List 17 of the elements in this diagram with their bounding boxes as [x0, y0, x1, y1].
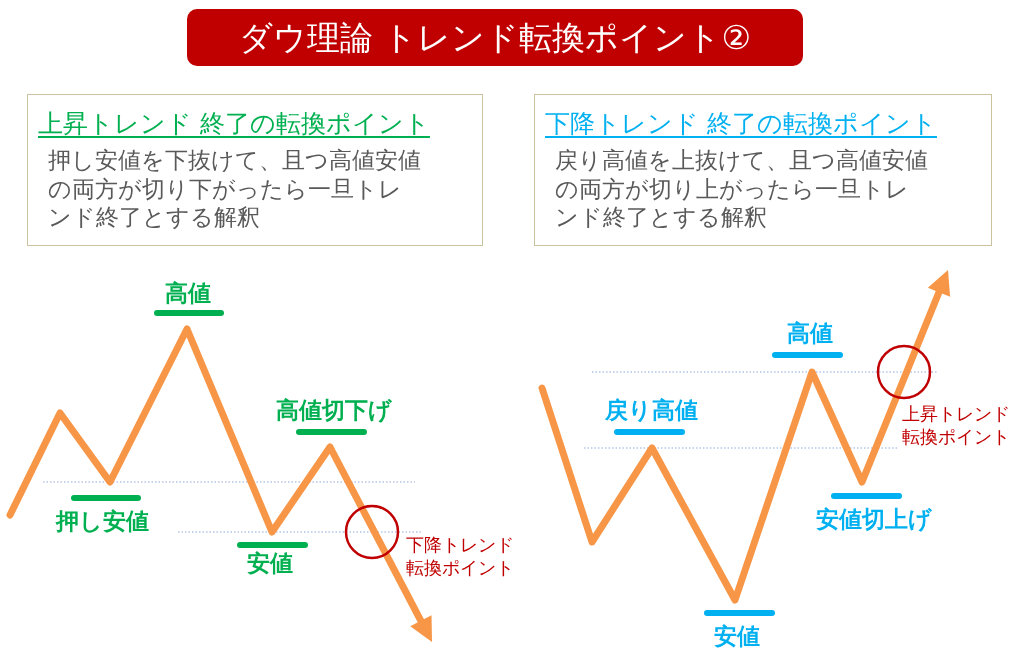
price-level-label: 安値 [714, 623, 760, 649]
card-text: 押し安値を下抜けて、且つ高値安値の両方が切り下がったら一旦トレンド終了とする解釈 [48, 146, 422, 232]
price-level-label: 高値切下げ [276, 397, 392, 423]
card-text: 戻り高値を上抜けて、且つ高値安値の両方が切り上がったら一旦トレンド終了とする解釈 [555, 146, 929, 232]
price-level-label: 戻り高値 [604, 397, 698, 423]
title-banner: ダウ理論 トレンド転換ポイント② [187, 9, 803, 66]
turning-point-label: 下降トレンド転換ポイント [406, 533, 515, 579]
price-level-label: 押し安値 [55, 508, 149, 534]
price-level-label: 高値 [787, 320, 833, 346]
turning-point-label: 上昇トレンド転換ポイント [902, 402, 1011, 448]
info-card [534, 94, 992, 246]
info-card [27, 94, 483, 246]
price-level-label: 安値切上げ [816, 506, 932, 532]
card-heading: 下降トレンド 終了の転換ポイント [545, 108, 937, 140]
price-level-label: 高値 [165, 280, 211, 306]
price-level-label: 安値 [247, 550, 293, 576]
card-heading: 上昇トレンド 終了の転換ポイント [38, 108, 430, 140]
